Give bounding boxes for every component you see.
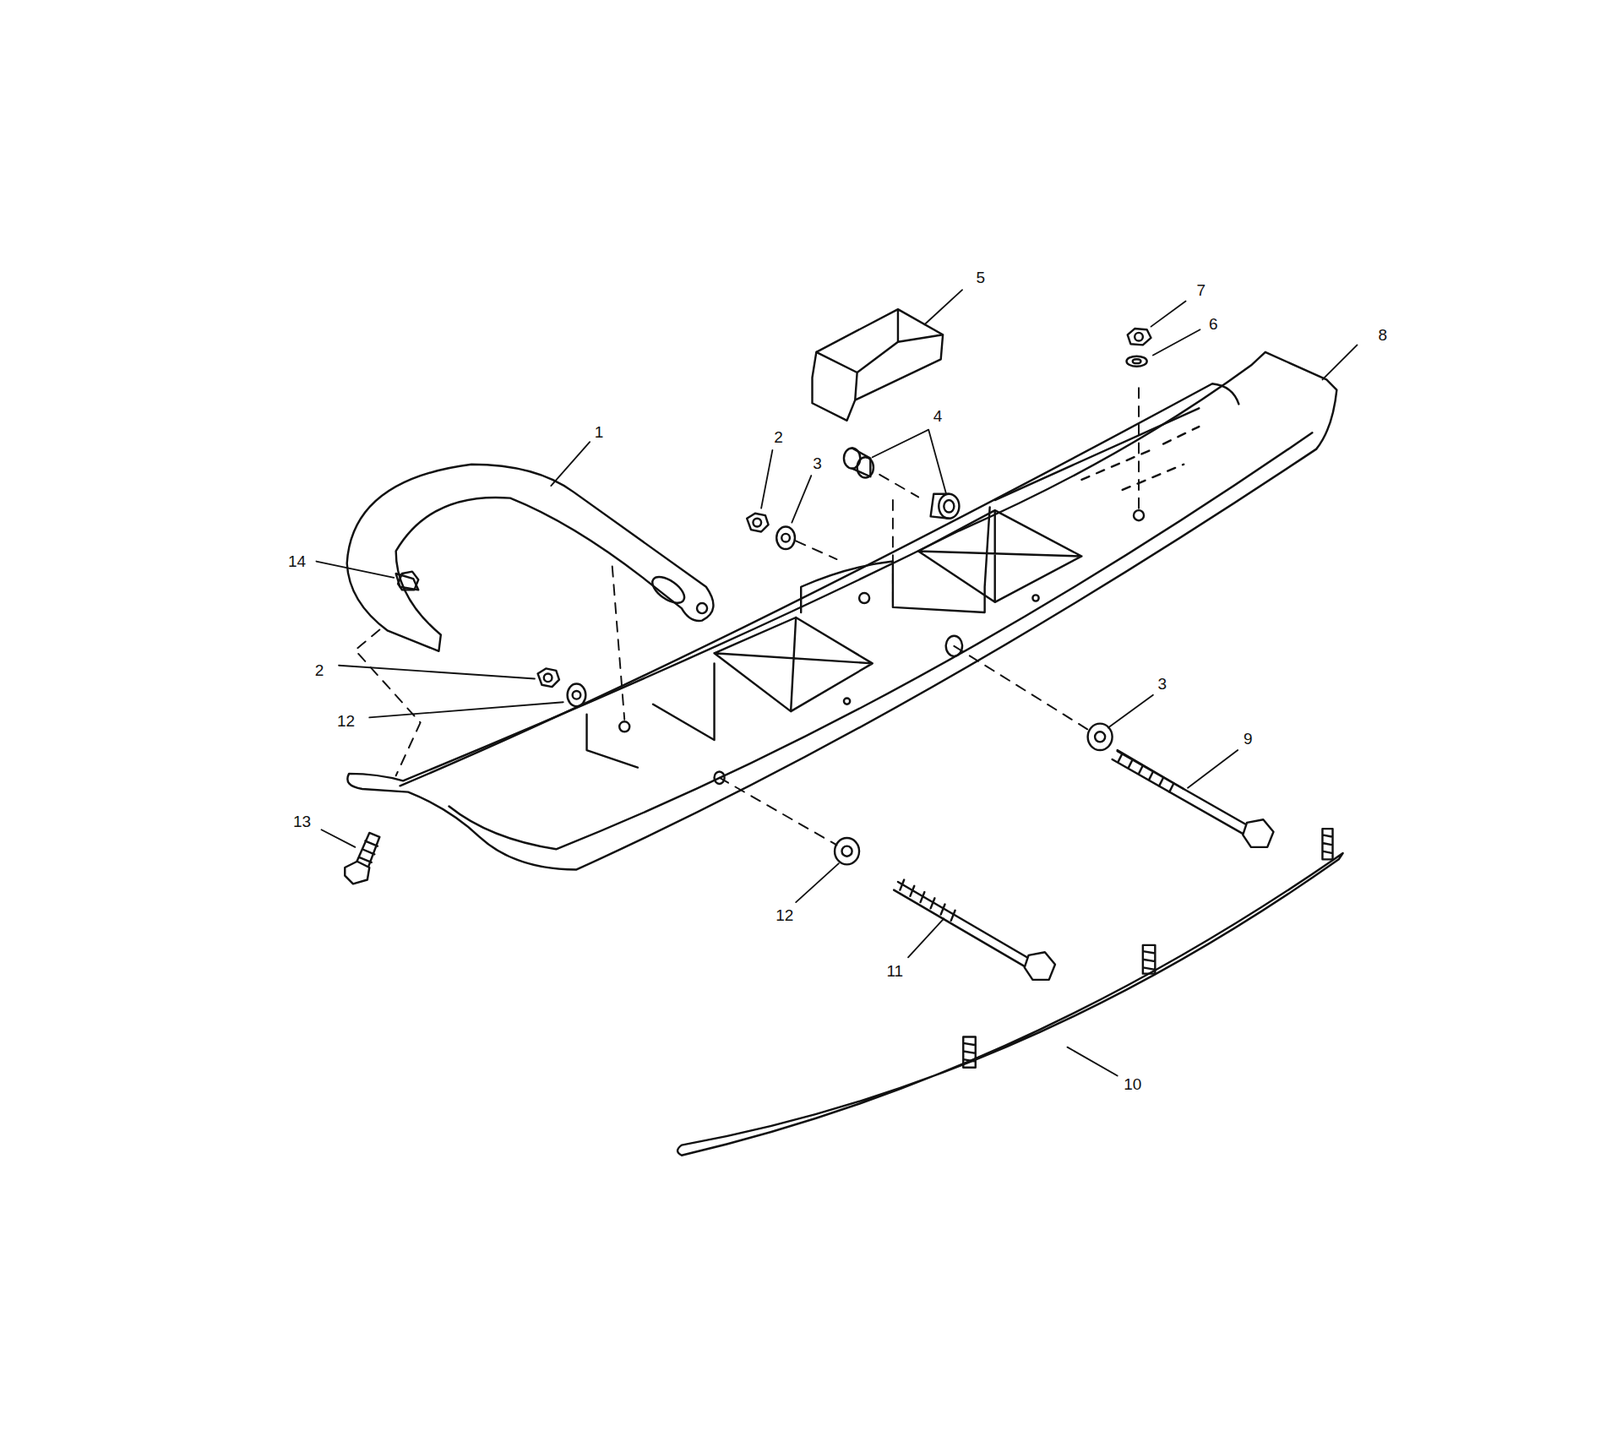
callout-number: 12 (335, 712, 357, 730)
callout-number: 5 (974, 268, 988, 287)
callout-number: 9 (1241, 729, 1255, 748)
callout-number: 6 (1207, 315, 1220, 333)
callout-number: 1 (593, 423, 606, 441)
callout-number: 11 (884, 962, 905, 980)
callout-number: 14 (286, 552, 308, 571)
callout-number: 8 (1376, 326, 1389, 344)
callout-number: 4 (931, 407, 945, 425)
callout-number: 10 (1121, 1075, 1143, 1094)
callout-number: 3 (1156, 674, 1170, 693)
callout-number: 2 (772, 428, 785, 447)
callout-number: 2 (313, 661, 327, 680)
callout-number: 3 (810, 454, 824, 473)
callout-number: 12 (773, 906, 795, 925)
callout-number: 13 (291, 812, 313, 831)
callout-number: 7 (1194, 281, 1208, 300)
